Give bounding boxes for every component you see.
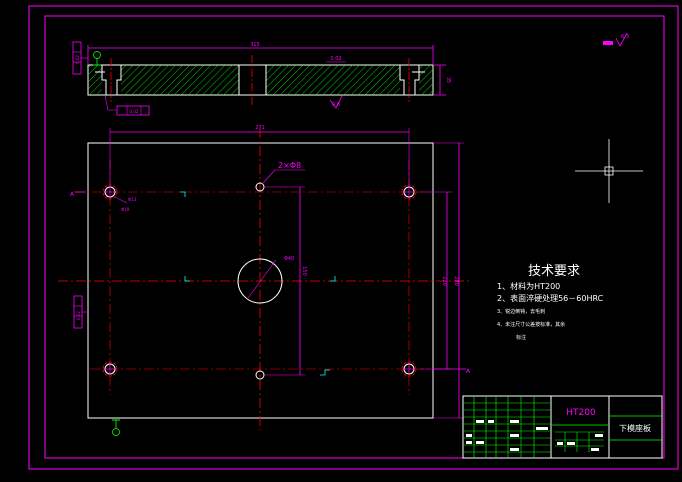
- gdt-plan-left-value: 0.02: [76, 311, 81, 320]
- hole-spacing-x-dim: 271: [255, 125, 265, 131]
- hole-spacing-y-dim: 220: [441, 276, 447, 286]
- title-block-material: HT200: [566, 408, 596, 418]
- section-hatch: [419, 65, 433, 95]
- center-hole-dim: Φ40: [284, 256, 294, 262]
- pin-holes-dim: 2×Φ8: [278, 161, 301, 170]
- section-marker-right: A: [466, 368, 471, 375]
- datum-a-symbol: [112, 419, 120, 436]
- title-block: HT200 下模座板: [462, 395, 663, 459]
- pin-hole: [255, 370, 265, 380]
- gdt-frame-left: 0.02: [72, 41, 88, 75]
- thickness-dim: 35: [445, 77, 451, 83]
- overall-width-dim: 315: [250, 42, 260, 48]
- tech-requirements: 技术要求 1、材料为HT200 2、表面淬硬处理56－60HRC 3、锐边倒钝，…: [497, 264, 604, 341]
- tech-requirement-3: 3、锐边倒钝，去毛刺: [497, 308, 545, 315]
- roughness-symbol-value: 6.3: [621, 34, 629, 40]
- cad-crosshair-cursor: [575, 139, 643, 203]
- tech-requirement-1: 1、材料为HT200: [497, 281, 560, 291]
- tech-requirement-2: 2、表面淬硬处理56－60HRC: [497, 293, 604, 303]
- roughness-symbol: 6.3: [603, 32, 629, 47]
- counterbore-hole-bl: [102, 361, 118, 377]
- section-hatch: [121, 65, 239, 95]
- gdt-frame-bottom: 0.02: [104, 95, 150, 116]
- gdt-frame-plan-left: 0.02: [73, 295, 88, 329]
- hole-spacing-y-outer-dim: 280: [453, 276, 459, 286]
- tech-requirements-title: 技术要求: [528, 264, 580, 279]
- plan-view: Φ40 2×Φ8 150 Φ13 Φ19: [58, 125, 471, 436]
- roughness-note: 0.8: [332, 102, 340, 108]
- pin-spacing-dim: 150: [301, 266, 307, 276]
- pin-hole: [255, 182, 265, 192]
- counterbore-hole-tr: [401, 184, 417, 200]
- gdt-left-value: 0.02: [75, 55, 80, 64]
- tech-requirement-4: 4、未注尺寸公差按标准，其余: [497, 321, 565, 328]
- section-view: 315 35 0.02 0.8 0.02 0.02: [72, 41, 451, 116]
- section-hatch: [88, 65, 102, 95]
- title-block-part-name: 下模座板: [619, 423, 651, 433]
- drawing-frame: [28, 5, 679, 470]
- tech-requirement-5: 标注: [516, 334, 526, 341]
- datum-b-symbol: [93, 51, 101, 66]
- gdt-bottom-value: 0.02: [130, 109, 139, 114]
- section-marker-left: A: [70, 191, 75, 198]
- center-hole: [237, 258, 283, 304]
- counterbore-dim: Φ13: [128, 197, 137, 202]
- section-hatch: [266, 65, 400, 95]
- counterbore2-dim: Φ19: [121, 207, 130, 212]
- plate-outline: [87, 142, 434, 419]
- counterbore-hole-br: [401, 361, 417, 377]
- flatness-note: 0.02: [330, 56, 341, 62]
